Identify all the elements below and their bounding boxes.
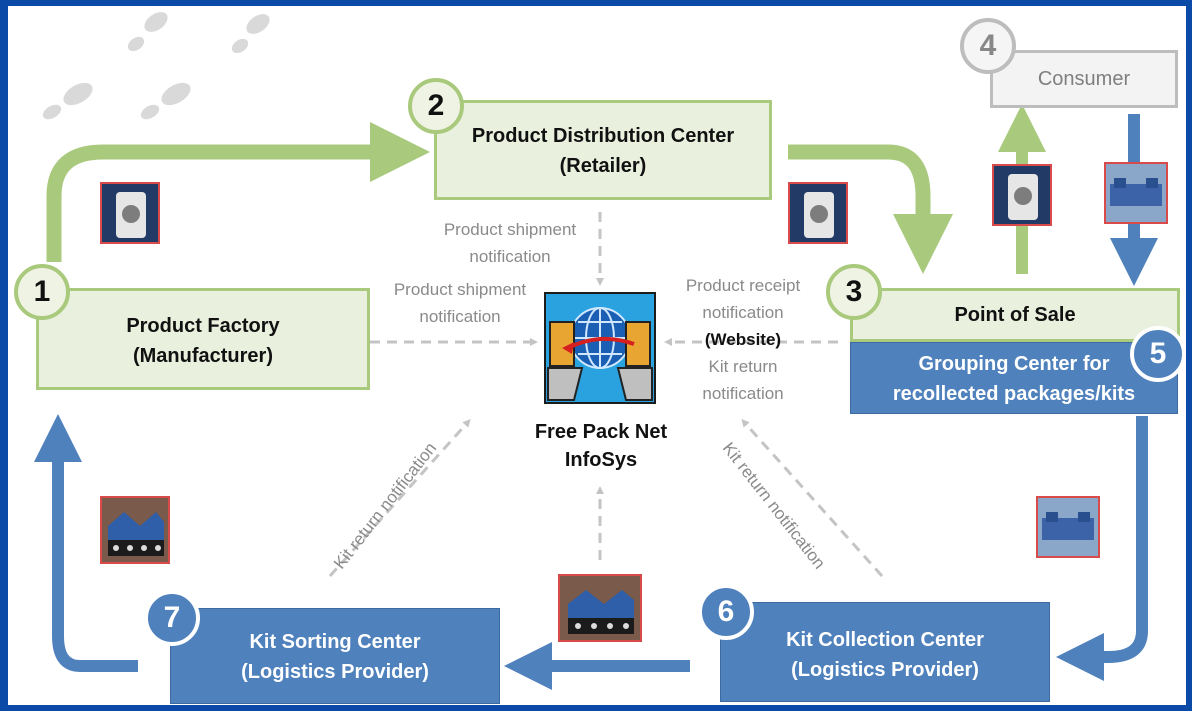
node-2-subtitle: (Retailer) <box>559 155 647 177</box>
stacked-kits-photo <box>100 496 170 564</box>
note-website: (Website) <box>704 330 782 349</box>
kit-tray-photo <box>1036 496 1100 558</box>
arrow-7-to-1 <box>34 414 138 672</box>
node-1-subtitle: (Manufacturer) <box>132 345 273 367</box>
node-5-number: 5 <box>1130 326 1186 382</box>
note-shipment-left-line1: Product shipment <box>393 280 527 299</box>
note-shipment-left: Product shipment notification <box>360 276 560 330</box>
node-6-number: 6 <box>698 584 754 640</box>
node-4-title: Consumer <box>1037 68 1131 90</box>
node-1-number: 1 <box>14 264 70 320</box>
toilet-package-photo <box>788 182 848 244</box>
node-point-of-sale: Point of Sale <box>850 288 1180 342</box>
note-shipment-top-line1: Product shipment <box>443 220 577 239</box>
node-consumer: Consumer <box>990 50 1178 108</box>
node-5-subtitle: recollected packages/kits <box>892 383 1136 405</box>
connector-arrows <box>34 12 1158 690</box>
node-1-title: Product Factory <box>126 315 280 337</box>
dashed-arrow-from-6 <box>741 419 884 578</box>
note-receipt-line1: Product receipt <box>685 276 801 295</box>
note-shipment-left-line2: notification <box>419 307 501 326</box>
node-grouping-center: Grouping Center for recollected packages… <box>850 342 1178 414</box>
system-title: Free Pack Net <box>534 421 668 443</box>
note-kit-return-line1: Kit return <box>708 357 778 376</box>
stacked-kits-photo <box>558 574 642 642</box>
node-7-number: 7 <box>144 590 200 646</box>
node-product-factory: Product Factory (Manufacturer) <box>36 288 370 390</box>
node-7-title: Kit Sorting Center <box>249 631 421 653</box>
kit-tray-photo <box>1104 162 1168 224</box>
arrow-2-to-3 <box>788 144 953 274</box>
node-distribution-center: Product Distribution Center (Retailer) <box>434 100 772 200</box>
note-kit-return-line2: notification <box>702 384 784 403</box>
infosys-icon <box>544 292 656 404</box>
toilet-package-photo <box>992 164 1052 226</box>
toilet-package-photo <box>100 182 160 244</box>
arrow-1-to-2 <box>46 122 430 262</box>
node-5-title: Grouping Center for <box>918 353 1110 375</box>
system-subtitle: InfoSys <box>564 449 638 471</box>
node-2-number: 2 <box>408 78 464 134</box>
diagram-canvas: Product Distribution Center (Retailer) 2… <box>8 6 1186 705</box>
node-6-title: Kit Collection Center <box>786 629 984 651</box>
node-7-subtitle: (Logistics Provider) <box>241 661 429 683</box>
node-4-number: 4 <box>960 18 1016 74</box>
node-6-subtitle: (Logistics Provider) <box>791 659 979 681</box>
node-2-title: Product Distribution Center <box>471 125 735 147</box>
node-3-number: 3 <box>826 264 882 320</box>
node-kit-sorting-center: Kit Sorting Center (Logistics Provider) <box>170 608 500 704</box>
node-3-title: Point of Sale <box>954 304 1076 326</box>
footprints-decoration <box>42 12 270 120</box>
dashed-arrow-from-7 <box>328 419 471 578</box>
note-receipt-line2: notification <box>702 303 784 322</box>
arrow-5-to-6 <box>1056 416 1148 681</box>
note-shipment-top: Product shipment notification <box>410 216 610 270</box>
note-shipment-top-line2: notification <box>469 247 551 266</box>
note-receipt: Product receipt notification (Website) K… <box>668 272 818 407</box>
node-kit-collection-center: Kit Collection Center (Logistics Provide… <box>720 602 1050 702</box>
